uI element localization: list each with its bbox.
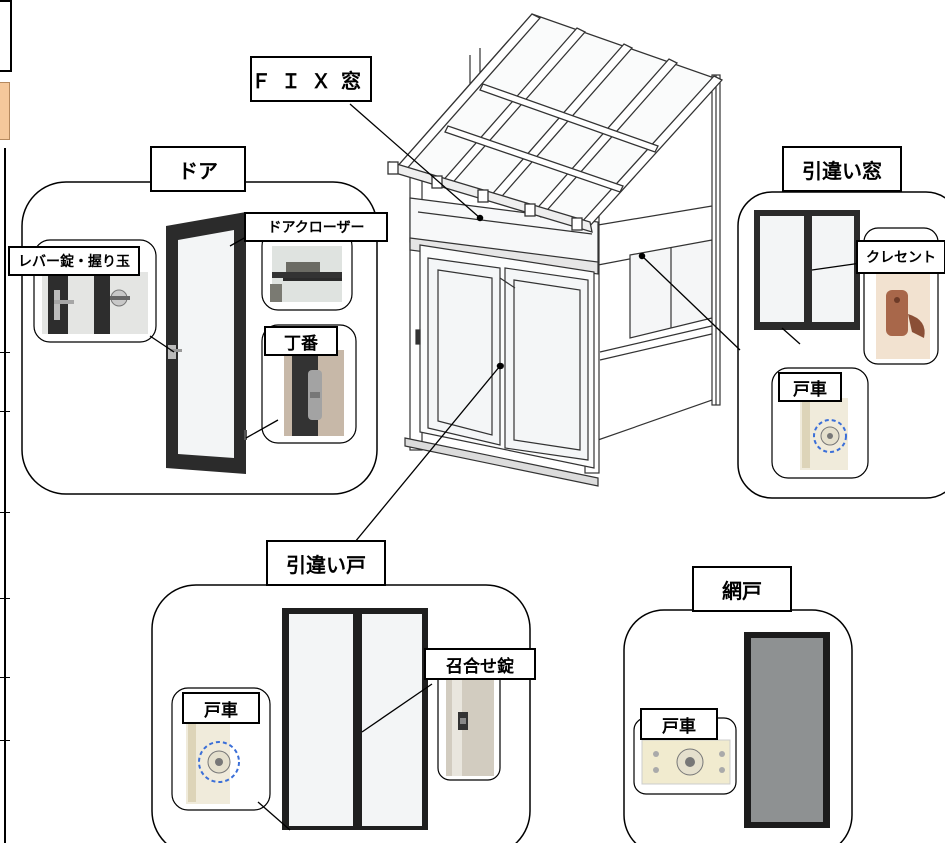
sunroom-structure	[404, 19, 721, 487]
label-screen-door: 網戸	[692, 566, 792, 612]
meeting-lock-inset	[437, 661, 501, 781]
label-screen-roller: 戸車	[640, 708, 718, 740]
label-sliding-window: 引違い窓	[782, 146, 902, 192]
door-illustration	[166, 212, 249, 474]
sliding-door-illustration	[282, 608, 428, 830]
sliding-window-illustration	[754, 210, 860, 330]
label-sliding-door: 引違い戸	[266, 540, 386, 586]
label-crescent: クレセント	[856, 240, 945, 274]
door-closer-inset	[261, 229, 353, 311]
label-sliding-door-roller: 戸車	[182, 692, 260, 724]
edge-tick	[0, 740, 10, 741]
edge-accent-tab	[0, 82, 10, 140]
edge-tick	[0, 598, 10, 599]
edge-divider	[4, 148, 6, 843]
edge-tick	[0, 352, 10, 353]
edge-box	[0, 0, 12, 72]
label-door: ドア	[150, 146, 246, 192]
label-meeting-lock: 召合せ錠	[424, 648, 536, 680]
label-lever-lock: レバー錠・握り玉	[8, 246, 140, 276]
edge-tick	[0, 411, 10, 412]
edge-tick	[0, 512, 10, 513]
label-door-closer: ドアクローザー	[244, 212, 388, 242]
screen-door-illustration	[744, 632, 830, 828]
label-hinge: 丁番	[264, 326, 338, 356]
label-window-roller: 戸車	[778, 372, 842, 402]
sunroom-roof	[387, 13, 724, 233]
edge-tick	[0, 677, 10, 678]
label-fix-window: ＦＩＸ窓	[250, 56, 372, 102]
